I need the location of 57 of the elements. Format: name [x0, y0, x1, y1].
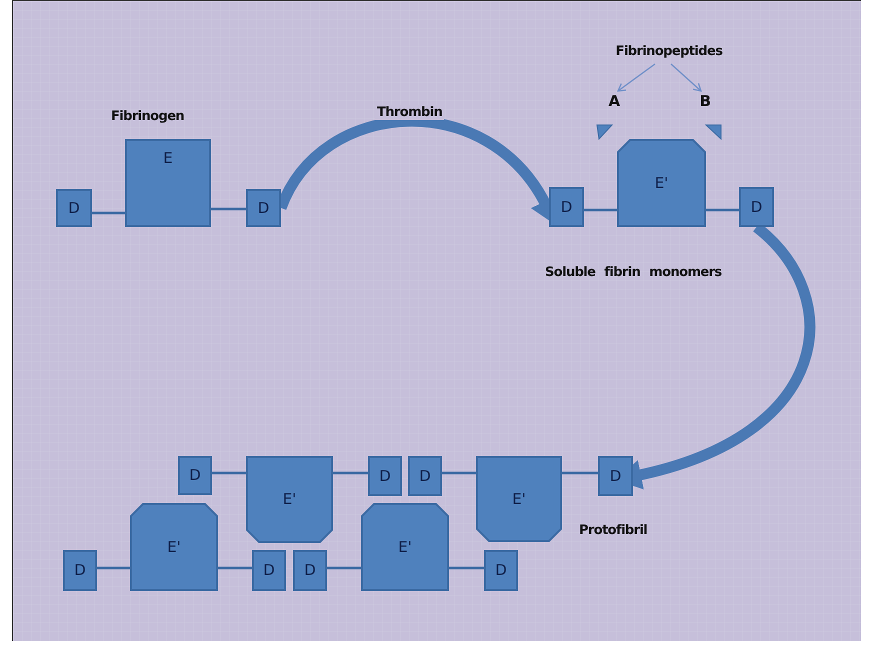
- domain-letter: E': [512, 492, 526, 506]
- domain-letter: D: [258, 200, 270, 216]
- domain-letter: D: [560, 200, 572, 214]
- heading-text: Fibrinopeptides: [616, 44, 722, 58]
- e-domain-box: [476, 456, 562, 542]
- d-domain-box: [246, 189, 281, 227]
- d-domain-box: [484, 550, 518, 591]
- edge-label: Thrombin: [375, 105, 444, 120]
- connector-line: [562, 472, 598, 474]
- d-domain-box: [408, 456, 442, 496]
- connector-line: [327, 566, 361, 570]
- e-domain-box: [361, 503, 449, 591]
- letter-label: B: [700, 92, 710, 110]
- domain-letter: E: [163, 151, 173, 166]
- d-domain-box: [178, 456, 212, 495]
- letter-label: A: [608, 92, 620, 110]
- domain-letter: E': [167, 540, 181, 554]
- d-domain-box: [368, 456, 402, 496]
- domain-letter: E': [654, 176, 668, 190]
- e-domain-box: [130, 503, 218, 591]
- d-domain-box: [739, 187, 774, 227]
- connector-line: [584, 208, 617, 212]
- caption-text: Fibrinogen: [111, 109, 184, 124]
- connector-line: [212, 472, 246, 474]
- domain-letter: D: [419, 468, 431, 484]
- domain-letter: D: [610, 468, 622, 484]
- domain-letter: D: [750, 200, 762, 214]
- e-domain-box: [617, 139, 706, 227]
- connector-line: [218, 566, 252, 570]
- d-domain-box: [56, 189, 92, 227]
- d-domain-box: [252, 550, 286, 591]
- domain-letter: D: [495, 563, 507, 578]
- arrow: [670, 64, 702, 92]
- caption-text: Protofibril: [579, 523, 648, 538]
- e-domain-box: [125, 139, 211, 227]
- d-domain-box: [63, 550, 97, 591]
- d-domain-box: [598, 456, 633, 496]
- domain-letter: D: [189, 468, 201, 483]
- connector-line: [442, 472, 476, 474]
- domain-letter: D: [74, 563, 86, 578]
- domain-letter: D: [379, 468, 391, 484]
- domain-letter: E': [282, 492, 296, 507]
- connector-line: [706, 208, 739, 212]
- d-domain-box: [549, 187, 584, 227]
- connector-line: [211, 208, 246, 210]
- domain-letter: D: [304, 563, 316, 578]
- connector-line: [92, 212, 125, 214]
- arrow: [617, 63, 656, 92]
- domain-letter: E': [398, 540, 412, 554]
- domain-letter: D: [263, 563, 275, 578]
- connector-line: [97, 566, 130, 570]
- caption-text: Soluble fibrin monomers: [545, 265, 722, 280]
- connector-line: [333, 472, 368, 474]
- connector-line: [449, 566, 484, 570]
- e-domain-box: [246, 456, 333, 543]
- d-domain-box: [293, 550, 327, 591]
- domain-letter: D: [68, 200, 80, 216]
